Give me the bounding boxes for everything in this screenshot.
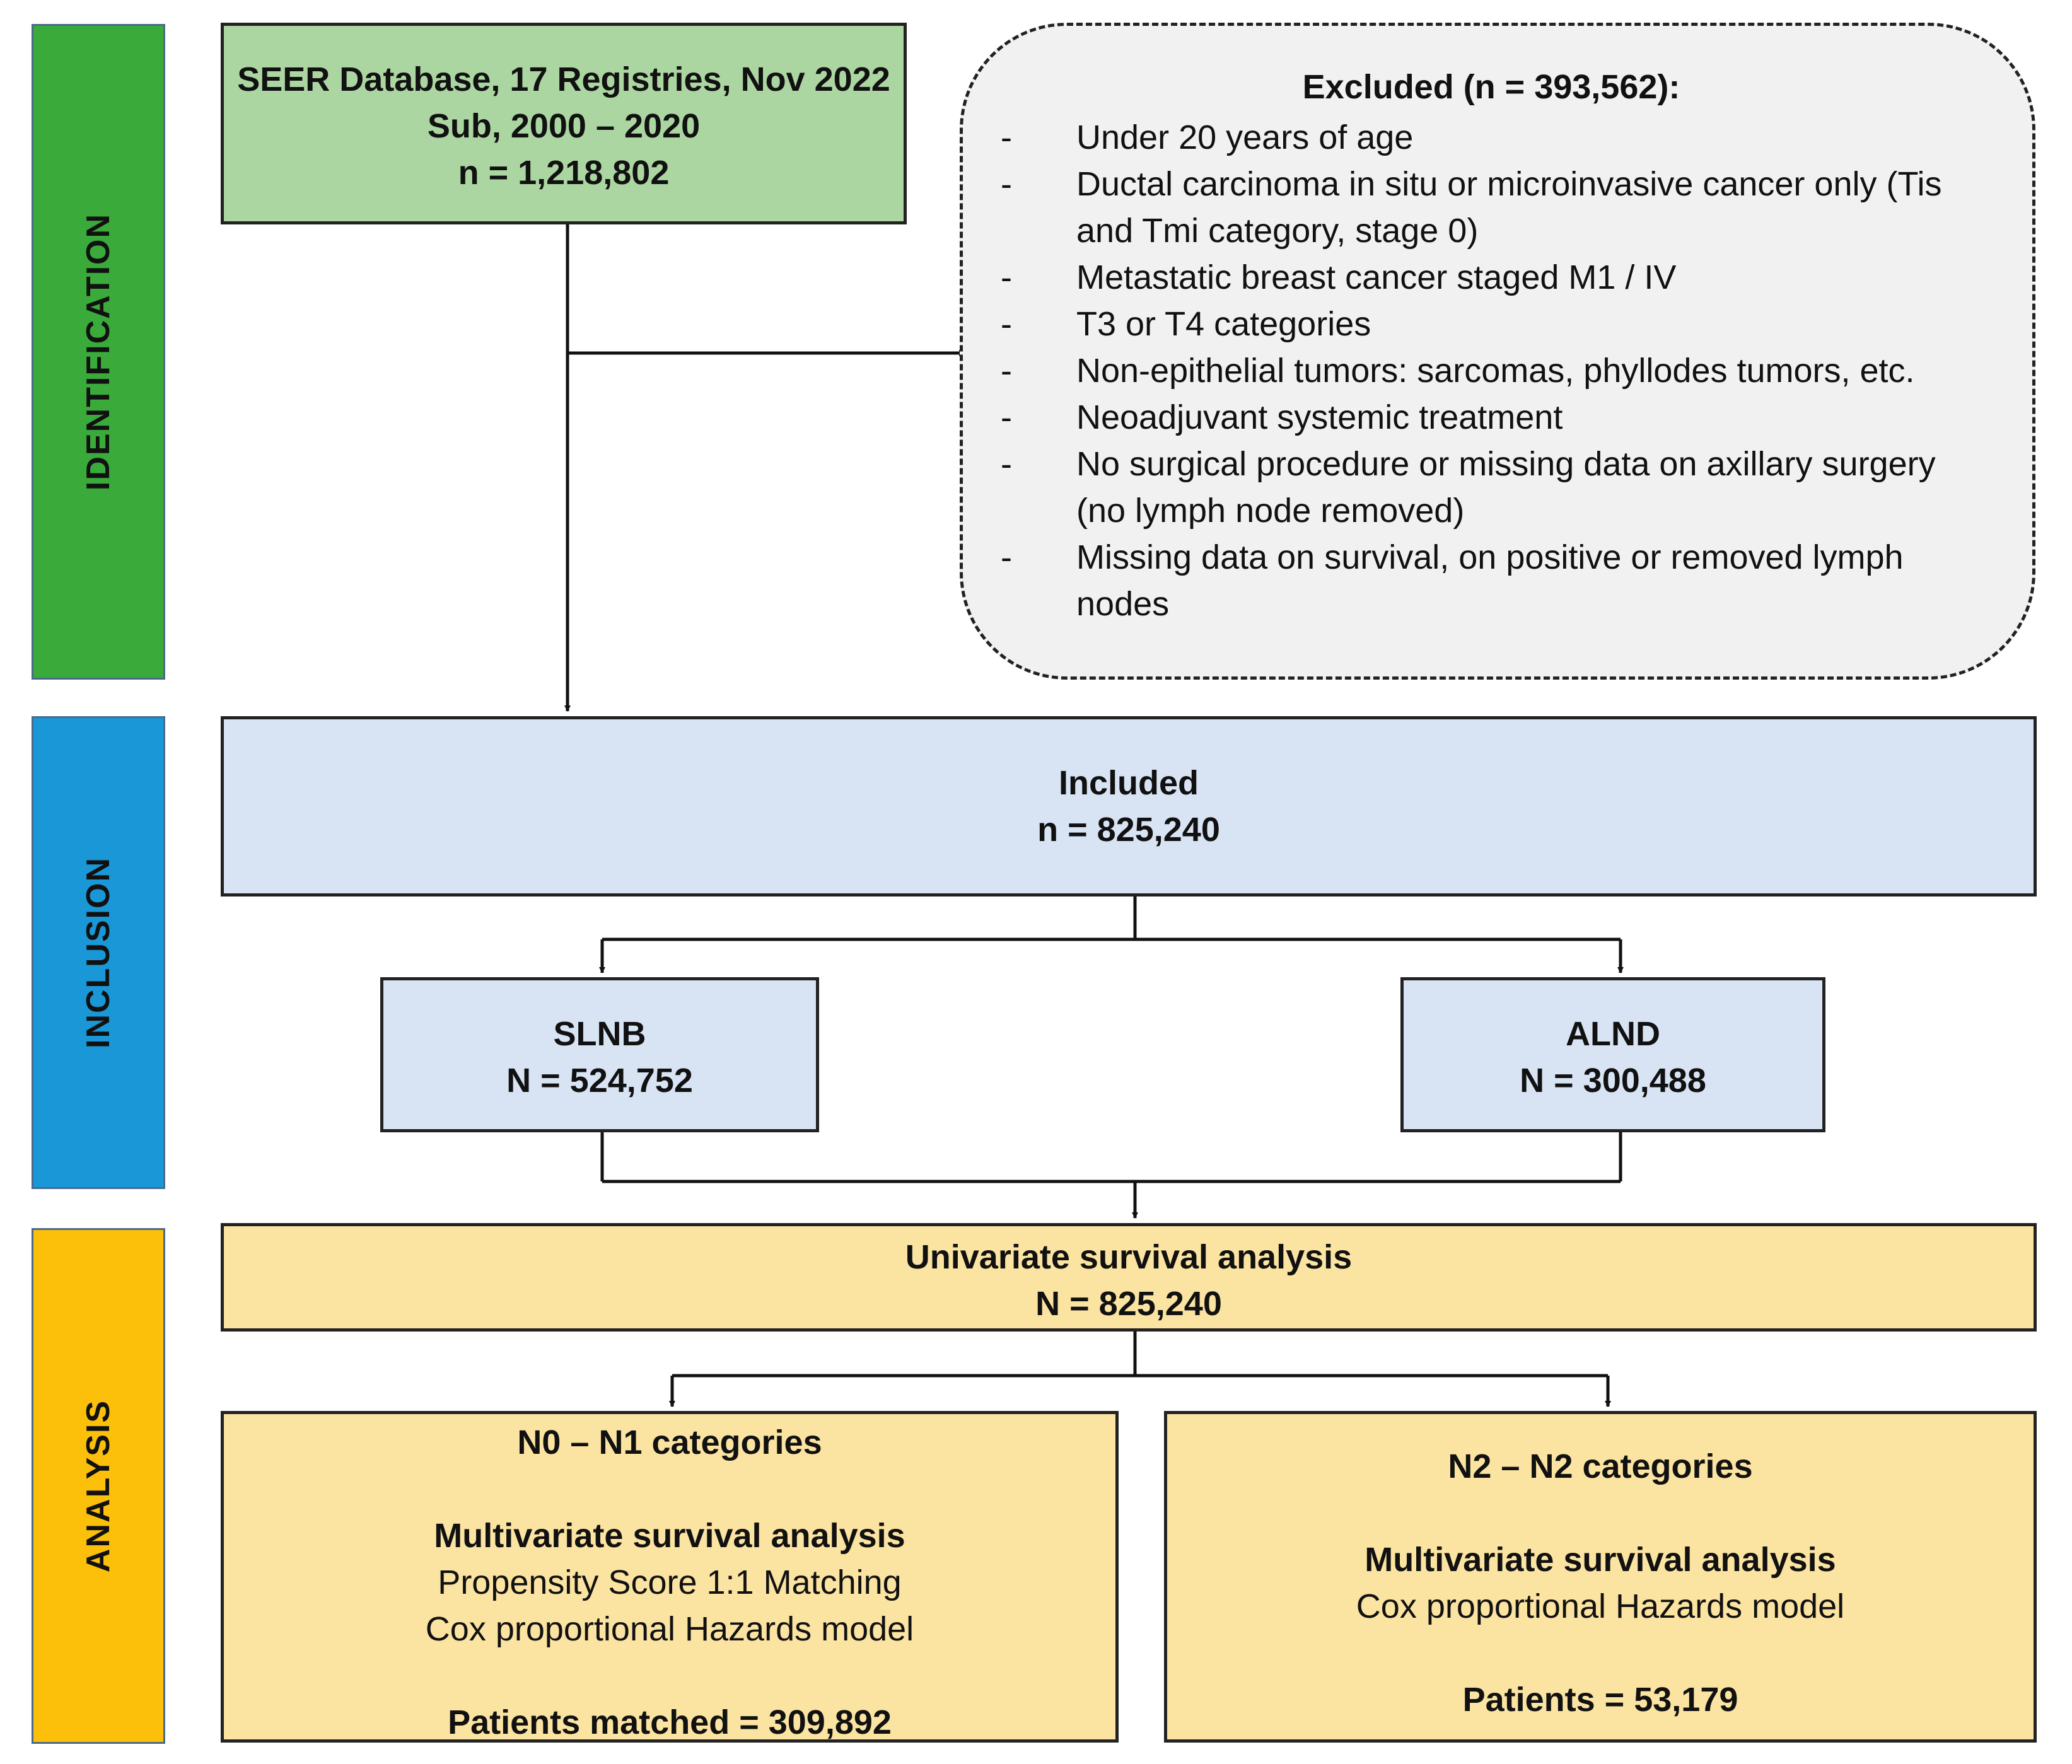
n0n1-propensity: Propensity Score 1:1 Matching	[438, 1564, 902, 1601]
n2-analysis-box: N2 – N2 categories Multivariate survival…	[1164, 1411, 2037, 1743]
n2-method: Multivariate survival analysis	[1365, 1541, 1836, 1579]
analysis-phase-bar: ANALYSIS	[32, 1228, 165, 1744]
n0n1-result: Patients matched = 309,892	[448, 1703, 892, 1741]
exclusion-criterion: Neoadjuvant systemic treatment	[1001, 394, 1982, 441]
n2-cox-model: Cox proportional Hazards model	[1356, 1587, 1845, 1625]
included-title: Included	[1058, 764, 1199, 802]
n0n1-title: N0 – N1 categories	[517, 1424, 822, 1461]
n2-result: Patients = 53,179	[1462, 1681, 1738, 1719]
alnd-box: ALND N = 300,488	[1400, 977, 1825, 1132]
exclusion-criterion: Missing data on survival, on positive or…	[1001, 534, 1982, 627]
univariate-count: N = 825,240	[1035, 1285, 1222, 1323]
n0n1-method: Multivariate survival analysis	[434, 1517, 905, 1555]
n0n1-cox-model: Cox proportional Hazards model	[425, 1610, 914, 1648]
included-box: Included n = 825,240	[221, 716, 2037, 897]
n2-title: N2 – N2 categories	[1448, 1448, 1753, 1485]
seer-database-box: SEER Database, 17 Registries, Nov 2022 S…	[221, 23, 907, 224]
slnb-count: N = 524,752	[506, 1062, 693, 1100]
seer-line-1: SEER Database, 17 Registries, Nov 2022	[237, 61, 890, 98]
included-count: n = 825,240	[1037, 811, 1220, 849]
exclusion-criterion: No surgical procedure or missing data on…	[1001, 441, 1982, 534]
exclusion-criterion: Ductal carcinoma in situ or microinvasiv…	[1001, 161, 1982, 254]
n0-n1-analysis-box: N0 – N1 categories Multivariate survival…	[221, 1411, 1119, 1743]
seer-count: n = 1,218,802	[458, 154, 670, 192]
slnb-title: SLNB	[553, 1015, 646, 1053]
exclusion-criterion: Metastatic breast cancer staged M1 / IV	[1001, 254, 1982, 301]
alnd-count: N = 300,488	[1520, 1062, 1706, 1100]
univariate-title: Univariate survival analysis	[905, 1238, 1353, 1276]
inclusion-phase-bar: INCLUSION	[32, 716, 165, 1189]
alnd-title: ALND	[1566, 1015, 1660, 1053]
excluded-box: Excluded (n = 393,562): Under 20 years o…	[960, 23, 2035, 680]
seer-line-2: Sub, 2000 – 2020	[427, 107, 701, 145]
excluded-title: Excluded (n = 393,562):	[1302, 68, 1680, 106]
exclusion-criterion: Non-epithelial tumors: sarcomas, phyllod…	[1001, 347, 1982, 394]
slnb-box: SLNB N = 524,752	[380, 977, 819, 1132]
exclusion-criterion: Under 20 years of age	[1001, 114, 1982, 161]
exclusion-criterion: T3 or T4 categories	[1001, 301, 1982, 347]
identification-phase-bar: IDENTIFICATION	[32, 24, 165, 680]
univariate-analysis-box: Univariate survival analysis N = 825,240	[221, 1223, 2037, 1332]
